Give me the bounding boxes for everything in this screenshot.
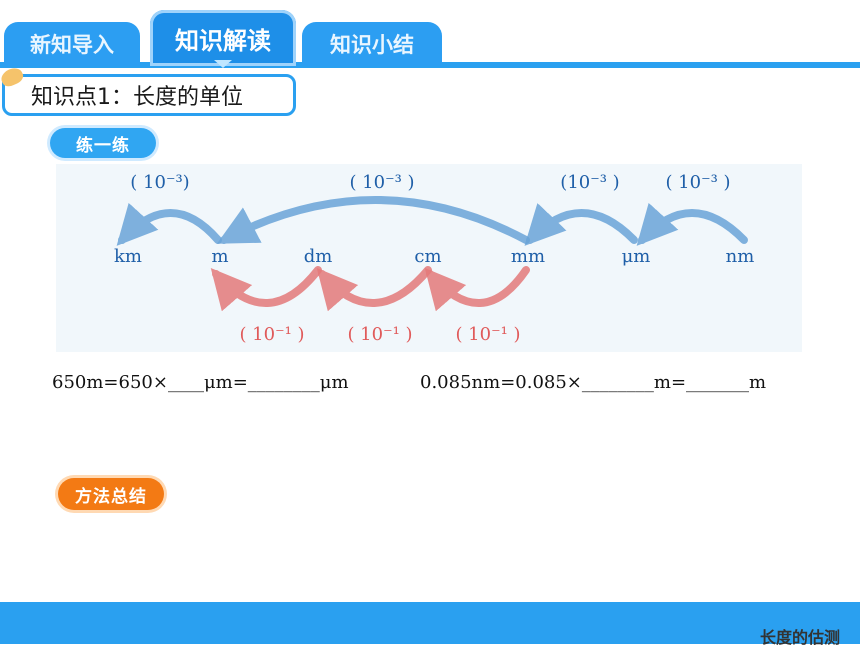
arc-cm-to-dm bbox=[316, 266, 432, 312]
factor-um-mm: (10⁻³ ) bbox=[560, 172, 619, 193]
tab-knowledge-reading[interactable]: 知识解读 bbox=[150, 10, 296, 68]
tab-new-knowledge[interactable]: 新知导入 bbox=[4, 22, 140, 66]
unit-dm: dm bbox=[304, 246, 333, 267]
factor-mm-m: ( 10⁻³ ) bbox=[349, 172, 414, 193]
unit-mm: mm bbox=[511, 246, 545, 267]
unit-cm: cm bbox=[414, 246, 441, 267]
arc-um-to-mm bbox=[524, 203, 638, 246]
factor-cm-dm: ( 10⁻¹ ) bbox=[347, 324, 412, 345]
arc-nm-to-um bbox=[636, 202, 748, 246]
arc-m-to-km bbox=[116, 202, 222, 246]
unit-um: μm bbox=[622, 246, 651, 267]
footer-title: 长度的估测 bbox=[759, 628, 840, 647]
unit-km: km bbox=[114, 246, 142, 267]
bottom-bar bbox=[0, 602, 860, 644]
method-summary-label: 方法总结 bbox=[58, 478, 164, 510]
arc-mm-to-cm bbox=[424, 266, 530, 312]
unit-nm: nm bbox=[726, 246, 755, 267]
unit-m: m bbox=[211, 246, 228, 267]
practice-label: 练一练 bbox=[50, 128, 156, 158]
factor-m-km: ( 10⁻³) bbox=[130, 172, 189, 193]
equation-left: 650m=650×____μm=________μm bbox=[52, 372, 349, 393]
factor-mm-cm: ( 10⁻¹ ) bbox=[455, 324, 520, 345]
decoration-icon bbox=[0, 65, 26, 89]
unit-conversion-diagram: km m dm cm mm μm nm ( 10⁻³) ( 10⁻³ ) (10… bbox=[56, 164, 802, 352]
factor-nm-um: ( 10⁻³ ) bbox=[665, 172, 730, 193]
knowledge-point-title: 知识点1：长度的单位 bbox=[0, 65, 296, 116]
factor-dm-m: ( 10⁻¹ ) bbox=[239, 324, 304, 345]
arc-dm-to-m bbox=[210, 266, 322, 312]
tab-summary[interactable]: 知识小结 bbox=[302, 22, 442, 66]
active-tab-caret-icon bbox=[214, 60, 232, 68]
equation-right: 0.085nm=0.085×________m=_______m bbox=[420, 372, 767, 393]
arc-mm-to-m bbox=[216, 196, 530, 244]
